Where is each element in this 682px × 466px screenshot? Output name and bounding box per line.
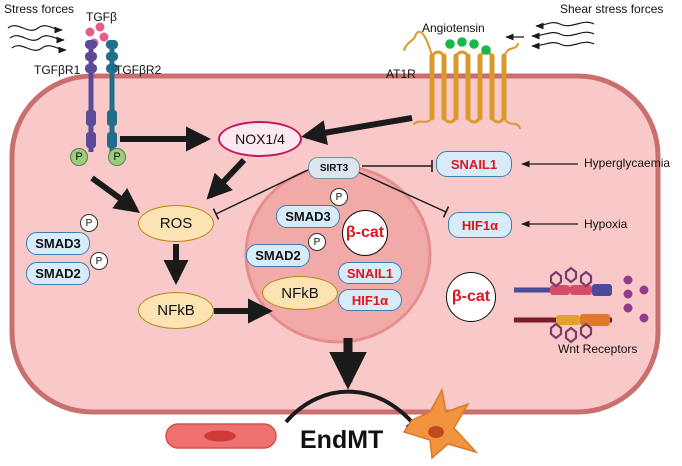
smad2-cytoplasm: SMAD2 [26,262,90,285]
receptor-phospho-r1: P [70,148,88,166]
smad3-nucleus: SMAD3 [276,205,340,228]
mesenchymal-cell-icon [402,387,479,460]
endmt-curved-arrow [284,389,422,435]
at1r-receptor [403,30,521,129]
angiotensin-label: Angiotensin [422,21,485,35]
arrow-receptor-to-ros [90,175,141,213]
hif1a-cytoplasm: HIF1α [448,212,512,238]
smad2-cytoplasm-phospho: P [90,252,108,270]
nfkb-nucleus-node: NFkB [262,276,338,310]
endmt-transition [165,387,479,460]
endmt-label: EndMT [300,426,384,454]
stimulus-arrows [521,160,578,228]
nox-node: NOX1/4 [218,121,302,157]
hypoxia-label: Hypoxia [584,217,628,231]
stress-forces-label: Stress forces [4,2,75,16]
smad2-nucleus-phospho: P [308,233,326,251]
tgfb-label: TGFβ [86,10,117,24]
tgfbr1-label: TGFβR1 [34,63,81,77]
snail1-cytoplasm: SNAIL1 [436,151,512,177]
snail1-nucleus: SNAIL1 [338,262,402,284]
smad3-cytoplasm-phospho: P [80,214,98,232]
shear-stress-arrows [505,21,595,50]
receptor-phospho-r2: P [108,148,126,166]
tgfbr2-label: TGFβR2 [115,63,162,77]
wnt-receptors [514,266,649,344]
arrow-nox-to-ros [206,157,247,200]
smad3-nucleus-phospho: P [330,188,348,206]
stress-force-arrows [7,25,67,54]
angiotensin-ligands [445,37,491,55]
arrow-at1r-to-nox [301,115,413,146]
smad3-cytoplasm: SMAD3 [26,232,90,255]
hif1a-nucleus: HIF1α [338,289,402,311]
ros-node: ROS [138,205,214,242]
pathway-arrows [90,115,413,390]
shear-stress-forces-label: Shear stress forces [560,2,664,16]
wnt-receptors-label: Wnt Receptors [558,342,638,356]
tgfbr1-receptor [85,40,97,152]
at1r-label: AT1R [386,67,416,81]
bcat-nucleus: β-cat [342,210,388,256]
smad2-nucleus: SMAD2 [246,244,310,267]
hyperglycaemia-label: Hyperglycaemia [584,156,671,170]
sirt3-inhibitions [212,160,450,220]
sirt3-node: SIRT3 [308,157,360,179]
bcat-cytoplasm: β-cat [446,272,496,322]
nfkb-cytoplasm-node: NFkB [138,292,214,329]
tgfbr2-receptor [106,40,118,152]
